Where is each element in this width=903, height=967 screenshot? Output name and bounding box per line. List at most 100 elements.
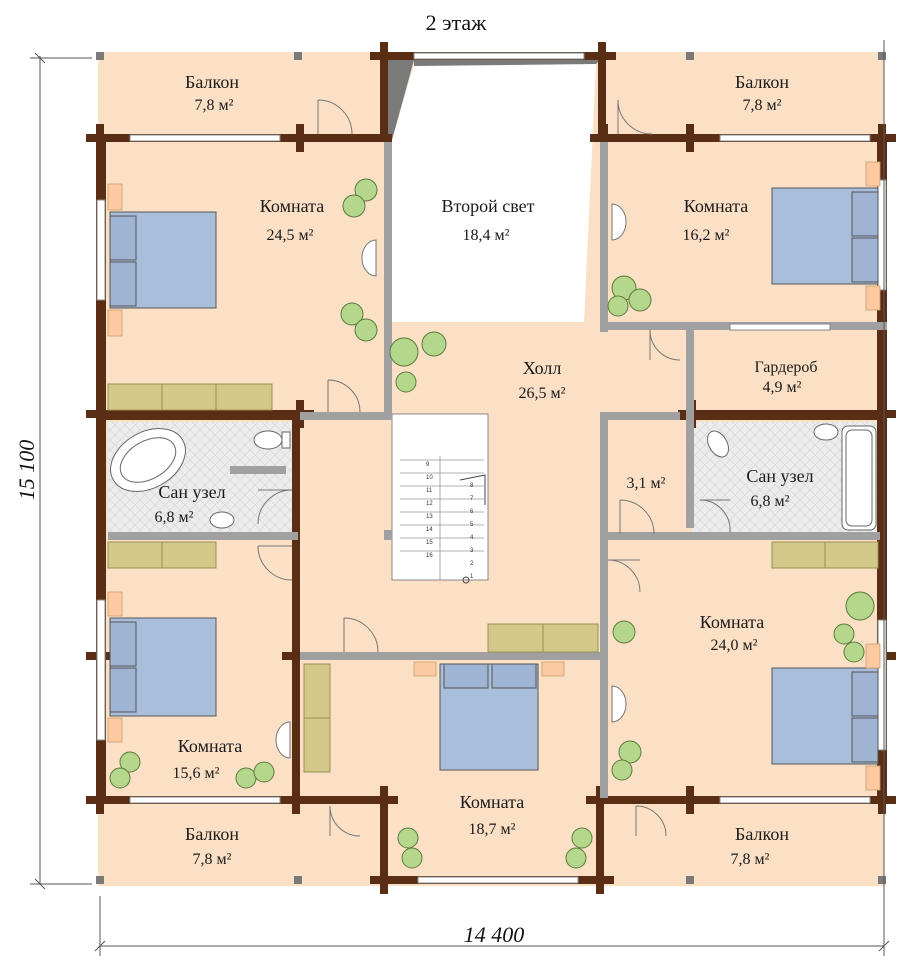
wardrobe-rod (729, 323, 831, 331)
wardrobe-area: 4,9 м² (763, 379, 802, 396)
stair-number: 1 (470, 574, 474, 580)
bath-right-area: 6,8 м² (751, 493, 790, 510)
bath-right-name: Сан узел (746, 466, 813, 486)
plant (843, 641, 865, 663)
stair-number: 11 (426, 488, 433, 494)
log-corner (380, 786, 388, 814)
dimension-lines (30, 40, 890, 956)
balcony-post (878, 52, 886, 60)
log-corner (380, 42, 388, 70)
plant (571, 827, 593, 849)
balcony-post (686, 876, 694, 884)
balcony-bl-area: 7,8 м² (193, 851, 232, 868)
stair-number: 14 (426, 527, 433, 533)
room-labels: Балкон 7,8 м² Балкон 7,8 м² Комната 24,5… (155, 72, 818, 868)
plant (119, 751, 141, 773)
room-bl-area: 15,6 м² (173, 765, 220, 782)
height-dimension: 15 100 (14, 440, 39, 501)
balcony-br-name: Балкон (735, 824, 789, 844)
bath-left-name: Сан узел (158, 482, 225, 502)
room-r-area: 24,0 м² (711, 637, 758, 654)
log-corner (296, 124, 304, 152)
pillows (109, 191, 879, 763)
stair-number: 4 (470, 535, 474, 541)
wardrobe-name: Гардероб (754, 359, 817, 376)
plant (845, 591, 875, 621)
plant (618, 740, 642, 764)
plant (401, 847, 423, 869)
plant (109, 767, 131, 789)
round-tables (275, 203, 627, 759)
nightstands (107, 161, 881, 791)
balcony-post (294, 876, 302, 884)
plant (235, 767, 257, 789)
balcony-br-area: 7,8 м² (731, 851, 770, 868)
plant (354, 318, 378, 342)
stair-number: 8 (470, 483, 474, 489)
room-r-name: Комната (700, 612, 764, 632)
log-corner (596, 786, 604, 814)
bath-left-area: 6,8 м² (155, 509, 194, 526)
stair-number: 10 (426, 475, 433, 481)
log-corner (686, 786, 694, 814)
room-tr-name: Комната (684, 196, 748, 216)
stair-number: 6 (470, 509, 474, 515)
plant (612, 620, 636, 644)
sink-right (813, 423, 839, 441)
balcony-bl-name: Балкон (185, 824, 239, 844)
room-tl-name: Комната (260, 196, 324, 216)
room-tr-area: 16,2 м² (683, 227, 730, 244)
stair-number: 16 (426, 553, 433, 559)
plant (607, 295, 629, 317)
log-corner (292, 642, 300, 670)
balcony-tl-name: Балкон (185, 72, 239, 92)
sink-left (209, 511, 235, 529)
log-corner (96, 124, 104, 152)
stair-number: 15 (426, 540, 433, 546)
hall-name: Холл (523, 358, 562, 378)
log-corner (600, 124, 608, 152)
balcony-post (96, 52, 104, 60)
second-light-void (392, 64, 596, 322)
plant (253, 761, 275, 783)
toilet-right (707, 430, 729, 458)
floor-title: 2 этаж (426, 10, 488, 35)
second-light-diagonal (414, 60, 600, 66)
plant (340, 302, 364, 326)
hall-area: 26,5 м² (519, 385, 566, 402)
small-room-area: 3,1 м² (627, 475, 666, 492)
balcony-post (878, 876, 886, 884)
room-bl-name: Комната (178, 736, 242, 756)
balcony-post (686, 52, 694, 60)
log-corner (292, 786, 300, 814)
plants (109, 178, 875, 869)
windows (96, 52, 887, 884)
stair-number: 9 (426, 462, 430, 468)
doors (257, 99, 731, 837)
stair-number: 12 (426, 501, 433, 507)
toilet-left (253, 430, 283, 450)
stair-number: 2 (470, 561, 474, 567)
plant (565, 847, 587, 869)
stair-number: 13 (426, 514, 433, 520)
log-corner (598, 42, 606, 70)
balcony-posts (96, 52, 886, 884)
plant (395, 371, 417, 393)
log-corner (596, 866, 604, 894)
log-corner (380, 866, 388, 894)
log-corner (878, 124, 886, 152)
second-light-area: 18,4 м² (463, 227, 510, 244)
bathroom-fixtures (110, 423, 877, 531)
balcony-tr-name: Балкон (735, 72, 789, 92)
plant (833, 623, 855, 645)
plant (397, 827, 419, 849)
stair-number: 7 (470, 496, 474, 502)
log-corner (878, 786, 886, 814)
room-bc-name: Комната (460, 792, 524, 812)
balcony-tl-area: 7,8 м² (195, 97, 234, 114)
log-corner (96, 786, 104, 814)
log-corner (878, 400, 886, 428)
log-corner (686, 124, 694, 152)
